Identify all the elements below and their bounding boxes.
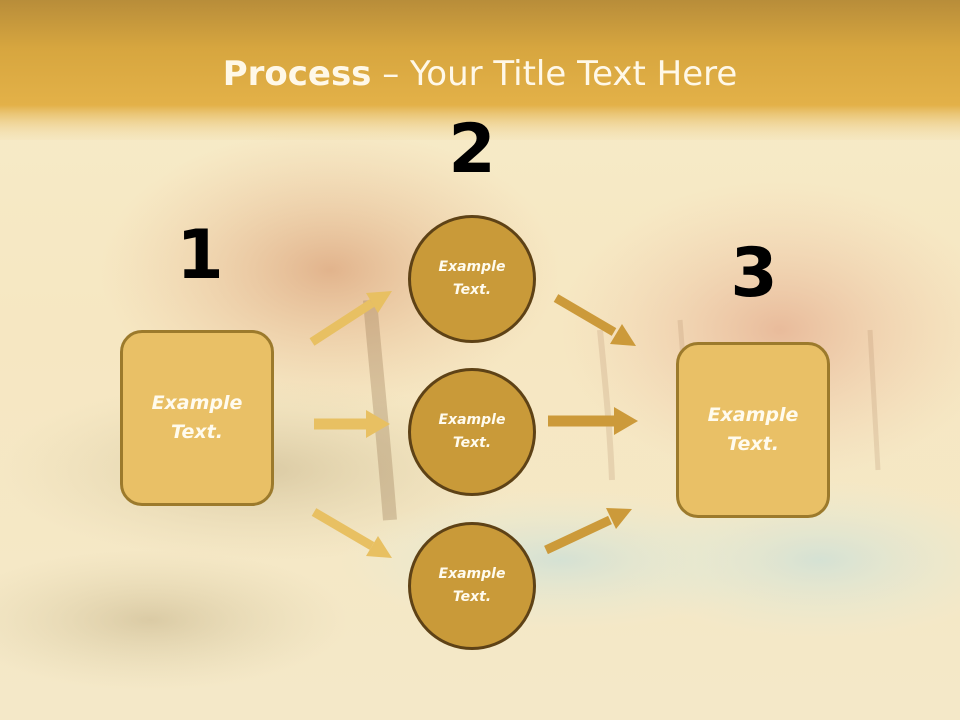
step-1-text: Example Text. [151, 392, 243, 443]
step-3-box: Example Text. [676, 342, 830, 518]
arrow-1-to-2-top [309, 291, 392, 346]
step-1-number: 1 [176, 216, 224, 295]
step-2-circle-middle: Example Text. [408, 368, 536, 496]
title-bold: Process [222, 54, 372, 94]
step-3-number: 3 [730, 234, 778, 313]
step-2-circle-top-text: Example Text. [438, 259, 506, 298]
arrow-1-to-2-middle [314, 410, 390, 438]
step-3-text: Example Text. [707, 404, 799, 455]
arrow-2-to-3-top [553, 294, 636, 346]
arrow-1-to-2-bottom [311, 508, 392, 558]
step-2-circle-bottom-text: Example Text. [438, 566, 506, 605]
title-rest: – Your Title Text Here [371, 54, 738, 94]
step-2-circle-bottom: Example Text. [408, 522, 536, 650]
step-1-box: Example Text. [120, 330, 274, 506]
slide-title: Process – Your Title Text Here [0, 52, 960, 96]
arrow-2-to-3-middle [548, 407, 638, 435]
step-2-circle-middle-text: Example Text. [438, 412, 506, 451]
step-2-circle-top: Example Text. [408, 215, 536, 343]
step-2-number: 2 [448, 110, 496, 189]
arrow-2-to-3-bottom [544, 508, 632, 555]
